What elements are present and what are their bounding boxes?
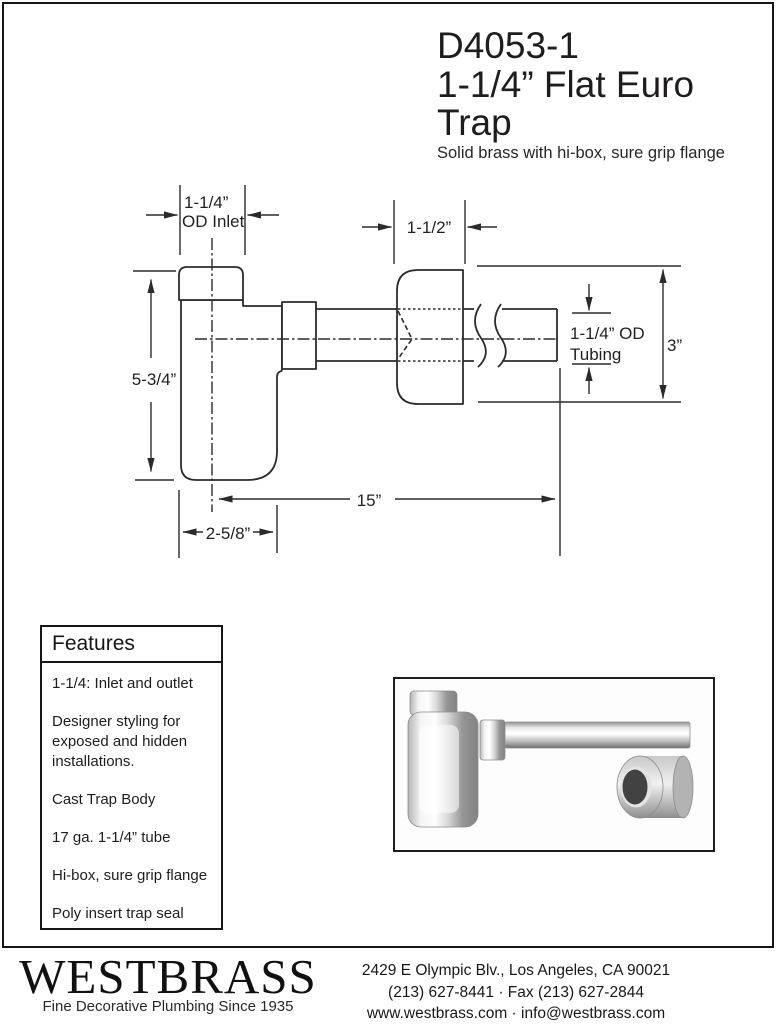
flange-hidden-tube <box>398 308 462 362</box>
label-flange-width: 1-1/2” <box>407 218 452 237</box>
photo-body-reflection <box>419 725 459 813</box>
centerlines <box>195 238 558 512</box>
photo-ring-back <box>672 755 694 819</box>
dim-tubing-od <box>572 284 611 394</box>
label-flange-height: 3” <box>667 336 682 355</box>
label-body-height: 5-3/4” <box>132 370 177 389</box>
footer: WESTBRASS Fine Decorative Plumbing Since… <box>0 950 778 1024</box>
feature-item: Hi-box, sure grip flange <box>52 867 208 884</box>
dim-length <box>218 368 561 556</box>
label-length: 15” <box>357 491 382 510</box>
trap-body-outline <box>180 299 283 481</box>
flange-outline <box>396 269 464 405</box>
photo-inlet-nut <box>409 690 458 716</box>
logo-tagline: Fine Decorative Plumbing Since 1935 <box>42 998 294 1015</box>
dim-trap-offset <box>178 490 278 558</box>
technical-drawing: 1-1/4” OD Inlet 1-1/2” 5-3/4” 1-1/4” OD … <box>132 185 683 558</box>
dim-flange-height <box>477 265 681 403</box>
dim-inlet-od <box>146 185 279 255</box>
features-title: Features <box>42 627 221 663</box>
dim-flange-width <box>362 200 497 264</box>
photo-ring-hole <box>622 769 648 805</box>
pipe-break-mark <box>474 303 507 368</box>
westbrass-logo: WESTBRASS <box>19 949 317 1004</box>
compression-nut-outline <box>281 301 317 370</box>
label-tubing-od-line2: Tubing <box>570 345 621 364</box>
inlet-nut-outline <box>178 266 244 301</box>
feature-item: Poly insert trap seal <box>52 905 184 922</box>
label-inlet-od-line2: OD Inlet <box>182 212 245 231</box>
product-photo-frame <box>393 677 715 852</box>
feature-item: Cast Trap Body <box>52 791 156 808</box>
product-name: 1-1/4” Flat Euro Trap <box>437 64 695 143</box>
address-line: 2429 E Olympic Blv., Los Angeles, CA 900… <box>361 962 671 979</box>
photo-trap-assembly <box>407 690 691 828</box>
label-inlet-od-line1: 1-1/4” <box>184 193 229 212</box>
tube-right <box>463 308 558 362</box>
trap-outline <box>178 266 558 481</box>
photo-compression-nut <box>479 719 506 761</box>
content-border <box>2 2 774 948</box>
flange-hidden-taper <box>397 310 413 360</box>
web-email-line: www.westbrass.com · info@westbrass.com <box>366 1005 666 1022</box>
photo-tube <box>504 721 691 749</box>
header: D4053-1 1-1/4” Flat Euro Trap Solid bras… <box>437 25 767 163</box>
product-photo <box>395 679 713 850</box>
contact-block: 2429 E Olympic Blv., Los Angeles, CA 900… <box>350 960 682 1024</box>
dimension-labels: 1-1/4” OD Inlet 1-1/2” 5-3/4” 1-1/4” OD … <box>132 193 683 543</box>
tube-left <box>316 308 397 362</box>
features-list: 1-1/4: Inlet and outlet Designer styling… <box>42 663 221 924</box>
features-panel: Features 1-1/4: Inlet and outlet Designe… <box>40 625 223 930</box>
label-trap-offset: 2-5/8” <box>206 524 251 543</box>
photo-flange-ring <box>616 755 694 819</box>
feature-item: 17 ga. 1-1/4” tube <box>52 829 171 846</box>
label-tubing-od-line1: 1-1/4” OD <box>570 324 645 343</box>
dimensions <box>133 185 681 558</box>
feature-item: Designer styling for exposed and hidden … <box>52 713 188 770</box>
feature-item: 1-1/4: Inlet and outlet <box>52 675 193 692</box>
model-number: D4053-1 <box>437 25 579 66</box>
phone-fax-line: (213) 627-8441 · Fax (213) 627-2844 <box>388 983 644 1001</box>
product-subtitle: Solid brass with hi-box, sure grip flang… <box>437 144 725 162</box>
dim-body-height <box>133 270 176 481</box>
